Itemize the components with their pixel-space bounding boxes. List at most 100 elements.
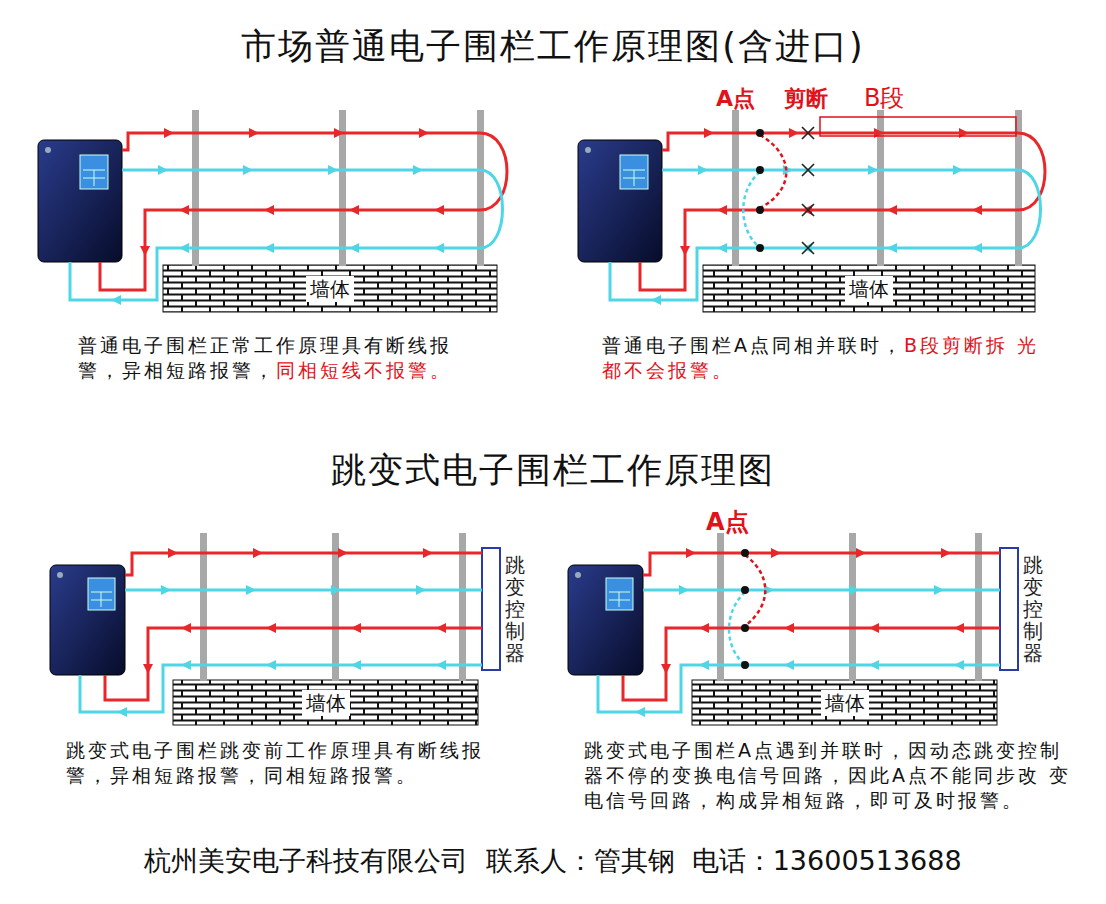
flow-arrow xyxy=(140,246,150,256)
fence-wire xyxy=(125,589,482,592)
flow-arrow xyxy=(266,623,276,633)
flow-arrow xyxy=(954,623,964,633)
caption-text: 跳变式电子围栏跳变前工作原理具有断线报 警，异相短路报警，同相短路报警。 xyxy=(66,739,484,786)
fence-wire xyxy=(80,665,482,712)
flow-arrow xyxy=(436,623,446,633)
footer-caption: 杭州美安电子科技有限公司 联系人：管其钢 电话：13600513688 xyxy=(0,843,1106,879)
jump-controller: 跳变控制器 xyxy=(482,548,530,678)
flow-arrow xyxy=(699,623,709,633)
flow-arrow xyxy=(954,660,964,670)
section-heading: 跳变式电子围栏工作原理图 xyxy=(0,448,1106,492)
fence-wire xyxy=(122,169,480,172)
flow-arrow xyxy=(179,205,189,215)
caption-text: 普通电子围栏A点同相并联时， xyxy=(602,334,904,356)
flow-arrow xyxy=(338,548,348,558)
flow-arrow xyxy=(789,128,799,138)
flow-arrow xyxy=(941,548,951,558)
flow-arrow xyxy=(349,205,359,215)
flow-arrow xyxy=(434,205,444,215)
flow-arrow xyxy=(704,128,714,138)
flow-arrow xyxy=(856,548,866,558)
flow-arrow xyxy=(179,243,189,253)
flow-arrow xyxy=(158,165,168,175)
flow-arrow xyxy=(334,128,344,138)
panel-caption: 普通电子围栏A点同相并联时，B段剪断拆 光都不会报警。 xyxy=(602,333,1052,383)
wall-block: 墙体 xyxy=(692,680,997,725)
fence-wire xyxy=(122,133,480,150)
flow-arrow xyxy=(868,165,878,175)
flow-arrow xyxy=(635,707,645,717)
fence-wire xyxy=(610,248,1018,300)
parallel-short xyxy=(729,135,786,663)
fence-wire xyxy=(125,553,482,575)
flow-arrow xyxy=(972,243,982,253)
callout-label: A点 xyxy=(706,506,749,538)
wire-loop xyxy=(480,133,1045,248)
vertical-label: 跳变控制器 xyxy=(1023,554,1043,664)
fence-controller xyxy=(568,565,643,675)
flow-arrow xyxy=(264,243,274,253)
flow-arrow xyxy=(266,660,276,670)
flow-arrow xyxy=(784,660,794,670)
flow-arrow xyxy=(168,548,178,558)
flow-arrow xyxy=(349,243,359,253)
flow-arrow xyxy=(783,165,793,175)
wall-label: 墙体 xyxy=(821,690,869,716)
flow-arrow xyxy=(869,660,879,670)
flow-arrow xyxy=(887,205,897,215)
wall-block: 墙体 xyxy=(703,265,1035,312)
cut-section-frame xyxy=(820,117,1016,136)
flow-arrow xyxy=(164,128,174,138)
flow-arrow xyxy=(717,243,727,253)
brick-wall xyxy=(173,680,478,725)
flow-arrow xyxy=(351,623,361,633)
jump-controller-box xyxy=(1000,548,1018,670)
flow-arrow xyxy=(934,585,944,595)
panel-caption: 普通电子围栏正常工作原理具有断线报 警，异相短路报警，同相短线不报警。 xyxy=(78,333,498,383)
vertical-label: 跳变控制器 xyxy=(505,554,525,664)
jump-controller: 跳变控制器 xyxy=(1000,548,1048,678)
fence-controller xyxy=(50,565,125,675)
flow-arrow xyxy=(328,165,338,175)
junction-dots xyxy=(741,129,764,669)
caption-text: 跳变式电子围栏A点遇到并联时，因动态跳变控制 器不停的变换电信号回路，因此A点不… xyxy=(584,739,1071,811)
panel-caption: 跳变式电子围栏跳变前工作原理具有断线报 警，异相短路报警，同相短路报警。 xyxy=(66,738,506,788)
flow-arrow xyxy=(243,165,253,175)
flow-arrow xyxy=(331,585,341,595)
flow-arrow xyxy=(264,205,274,215)
cut-marks xyxy=(802,127,814,254)
flow-arrow xyxy=(686,548,696,558)
flow-arrow xyxy=(699,660,709,670)
callout-label: 剪断 xyxy=(784,84,828,114)
fence-wire xyxy=(662,169,1018,172)
flow-arrow xyxy=(161,585,171,595)
flow-arrow xyxy=(246,585,256,595)
fence-wire xyxy=(643,589,1000,592)
caption-text: 同相短线不报警。 xyxy=(276,359,452,381)
fence-controller xyxy=(38,140,122,262)
wall-label: 墙体 xyxy=(302,690,350,716)
flow-arrow xyxy=(423,548,433,558)
flow-arrow xyxy=(698,165,708,175)
flow-arrow xyxy=(717,205,727,215)
flow-arrow xyxy=(849,585,859,595)
flow-arrow xyxy=(771,548,781,558)
flow-arrow xyxy=(351,660,361,670)
flow-arrow xyxy=(419,128,429,138)
flow-arrow xyxy=(181,623,191,633)
flow-arrow xyxy=(680,246,690,256)
flow-arrow xyxy=(117,707,127,717)
flow-arrow xyxy=(972,205,982,215)
flow-arrow xyxy=(436,660,446,670)
fence-wire xyxy=(643,553,1000,575)
flow-arrow xyxy=(253,548,263,558)
flow-arrow xyxy=(416,585,426,595)
callout-label: A点 xyxy=(716,84,755,114)
fence-controller xyxy=(578,140,662,262)
flow-arrow xyxy=(434,243,444,253)
brick-wall xyxy=(163,265,497,312)
fence-wire xyxy=(598,665,1000,712)
brick-wall xyxy=(692,680,997,725)
flow-arrow xyxy=(953,165,963,175)
